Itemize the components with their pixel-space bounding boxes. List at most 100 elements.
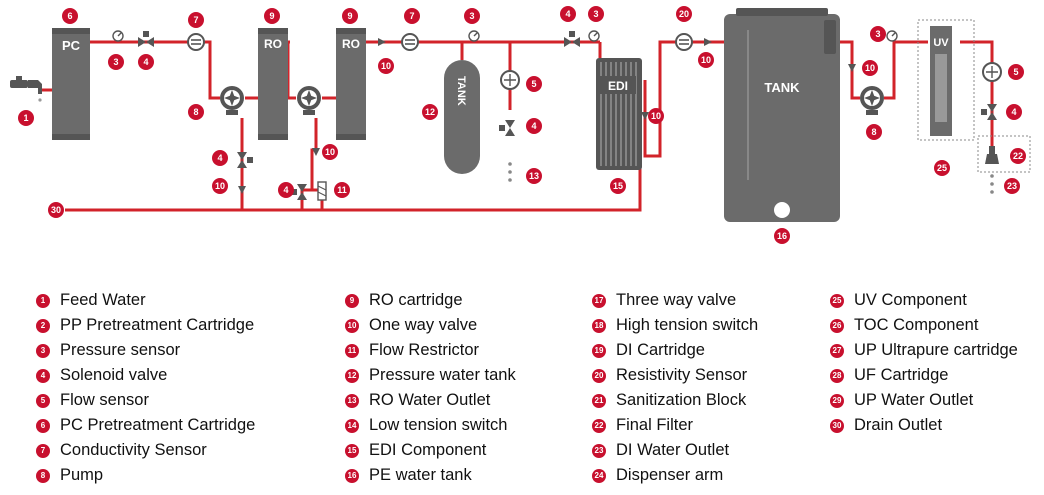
badge-b16: 16 <box>774 228 790 244</box>
flow-restrictor-icon <box>317 181 327 201</box>
badge-b13: 13 <box>526 168 542 184</box>
legend-number-badge: 27 <box>830 343 844 358</box>
legend-label: RO cartridge <box>369 291 463 309</box>
badge-circle <box>138 54 154 70</box>
badge-circle <box>1008 64 1024 80</box>
badge-b4c: 4 <box>278 182 294 198</box>
badge-number: 5 <box>1013 67 1018 77</box>
legend-number-badge: 20 <box>592 368 606 383</box>
legend-label: Flow sensor <box>60 391 149 409</box>
uv-component: UV <box>917 19 975 141</box>
legend-label: PE water tank <box>369 466 472 484</box>
legend-number-badge: 28 <box>830 368 844 383</box>
badge-circle <box>526 168 542 184</box>
one-way-valve-icon-1 <box>378 38 386 46</box>
badge-number: 23 <box>1007 181 1017 191</box>
badge-number: 1 <box>23 113 28 123</box>
legend-number-badge: 17 <box>592 293 606 308</box>
legend-number-badge: 15 <box>345 443 359 458</box>
badge-b25: 25 <box>934 160 950 176</box>
badge-number: 10 <box>325 147 335 157</box>
legend-number-badge: 10 <box>345 318 359 333</box>
badge-b5a: 5 <box>526 76 542 92</box>
badge-b4e: 4 <box>560 6 576 22</box>
badge-number: 30 <box>51 205 61 215</box>
legend-label: DI Cartridge <box>616 341 705 359</box>
legend-item: 10 One way valve <box>345 313 516 338</box>
legend-label: One way valve <box>369 316 478 334</box>
badge-b10d: 10 <box>648 108 664 124</box>
edi-label: EDI <box>608 79 628 93</box>
legend-number-badge: 5 <box>36 393 50 408</box>
badge-b12: 12 <box>422 104 438 120</box>
badge-number: 10 <box>701 55 711 65</box>
uv-label: UV <box>933 37 949 49</box>
legend-label: Pressure sensor <box>60 341 181 359</box>
badge-b4d: 4 <box>526 118 542 134</box>
badge-b10f: 10 <box>862 60 878 76</box>
solenoid-valve-icon-6 <box>981 104 997 120</box>
badge-number: 4 <box>143 57 148 67</box>
badge-circle <box>188 12 204 28</box>
badge-number: 15 <box>613 181 623 191</box>
badge-circle <box>934 160 950 176</box>
solenoid-valve-icon-4 <box>291 184 307 200</box>
small-tank-label: TANK <box>455 76 467 106</box>
legend-number-badge: 23 <box>592 443 606 458</box>
badge-b3d: 3 <box>870 26 886 42</box>
badge-circle <box>1004 178 1020 194</box>
legend-label: High tension switch <box>616 316 759 334</box>
badge-circle <box>334 182 350 198</box>
legend-label: Conductivity Sensor <box>60 441 207 459</box>
legend-number-badge: 26 <box>830 318 844 333</box>
legend-number-badge: 22 <box>592 418 606 433</box>
legend-label: UP Ultrapure cartridge <box>854 341 1018 359</box>
badge-b9b: 9 <box>342 8 358 24</box>
badge-number: 3 <box>113 57 118 67</box>
badge-circle <box>464 8 480 24</box>
one-way-valve-icon-6 <box>848 64 856 72</box>
pipe-tank-out <box>840 40 860 100</box>
badge-circle <box>322 144 338 160</box>
badge-circle <box>774 228 790 244</box>
legend-label: Drain Outlet <box>854 416 943 434</box>
solenoid-valve-icon-2 <box>564 31 580 47</box>
badge-number: 6 <box>67 11 72 21</box>
pressure-sensor-icon-4 <box>886 30 898 42</box>
ro1-label: RO <box>264 37 282 51</box>
badge-number: 22 <box>1013 151 1023 161</box>
legend-item: 27 UP Ultrapure cartridge <box>830 338 1018 363</box>
badge-circle <box>870 26 886 42</box>
legend-label: Resistivity Sensor <box>616 366 748 384</box>
legend-label: Pump <box>60 466 104 484</box>
legend-number-badge: 6 <box>36 418 50 433</box>
badge-circle <box>698 52 714 68</box>
badge-b6: 6 <box>62 8 78 24</box>
legend-label: RO Water Outlet <box>369 391 491 409</box>
badge-number: 7 <box>193 15 198 25</box>
flow-sensor-icon-2 <box>982 62 1002 82</box>
badge-number: 10 <box>381 61 391 71</box>
pressure-sensor-icon-2 <box>468 30 480 42</box>
legend-number-badge: 25 <box>830 293 844 308</box>
badge-b7a: 7 <box>188 12 204 28</box>
badge-circle <box>48 202 64 218</box>
badge-circle <box>18 110 34 126</box>
pipe-pc-to-ro1 <box>90 40 220 100</box>
legend-label: Final Filter <box>616 416 694 434</box>
legend-label: Sanitization Block <box>616 391 747 409</box>
solenoid-valve-icon-3 <box>237 152 253 168</box>
badge-number: 25 <box>937 163 947 173</box>
legend-label: Feed Water <box>60 291 146 309</box>
